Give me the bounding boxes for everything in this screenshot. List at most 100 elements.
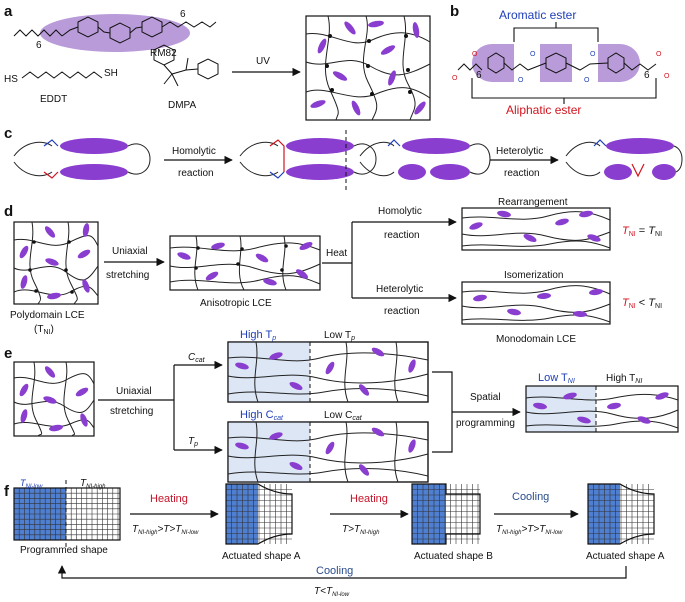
b-right-subscript: 6 <box>644 70 650 81</box>
polydomain-tni-open: (TNI) <box>34 324 54 336</box>
actuated-shape-a-grid <box>225 483 293 545</box>
monodomain-bottom-box <box>461 281 611 325</box>
dmpa-label: DMPA <box>168 100 196 111</box>
c-right-after <box>565 138 683 180</box>
svg-text:O: O <box>664 73 670 80</box>
e-programmed-box <box>525 385 679 433</box>
anisotropic-label: Anisotropic LCE <box>200 298 272 309</box>
e-stretching-label: stretching <box>110 406 153 417</box>
dmpa-structure <box>153 44 219 87</box>
aromatic-ester-oxygens: O O O O <box>518 51 596 84</box>
aliphatic-ester-oxygens: O O O O <box>452 51 670 82</box>
network-box-a <box>305 15 431 121</box>
f-cond1: TNI-high>T>TNI-low <box>132 524 199 536</box>
e-high-tni-label: High TNI <box>606 373 642 385</box>
f-cooling2-arrow <box>57 565 627 579</box>
eq-heterolytic: TNI < TNI <box>622 297 662 310</box>
d-homolytic-label: Homolytic <box>378 206 422 217</box>
eddt-sh-right: SH <box>104 68 118 79</box>
e-merge-bracket <box>432 371 453 453</box>
programmed-shape-grid <box>13 480 121 548</box>
eddt-label: EDDT <box>40 94 67 105</box>
programmed-shape-label: Programmed shape <box>20 545 108 556</box>
svg-text:O: O <box>518 77 524 84</box>
e-spatial-label: Spatial <box>470 392 501 403</box>
d-reaction-label-2: reaction <box>384 306 420 317</box>
e-bottom-box <box>227 421 429 483</box>
d-uniaxial-label: Uniaxial <box>112 246 148 257</box>
monodomain-top-box <box>461 207 611 251</box>
d-heat-label: Heat <box>326 248 347 259</box>
f-heating2-label: Heating <box>350 493 388 505</box>
eddt-structure <box>21 71 103 79</box>
monodomain-label: Monodomain LCE <box>496 334 576 345</box>
actuated-shape-a-label: Actuated shape A <box>222 551 301 562</box>
actuated-shape-a2-label: Actuated shape A <box>586 551 665 562</box>
eddt-sh-left: HS <box>4 74 18 85</box>
anisotropic-box <box>169 235 321 291</box>
e-programming-label: programming <box>456 418 515 429</box>
svg-text:O: O <box>590 51 596 58</box>
e-polydomain-box <box>13 361 95 437</box>
panel-label-e: e <box>4 345 12 362</box>
f-cond3: TNI-high>T>TNI-low <box>496 524 563 536</box>
e-top-box <box>227 341 429 403</box>
mesogens-a <box>310 20 426 116</box>
c-left-before <box>13 138 151 180</box>
svg-text:O: O <box>530 51 536 58</box>
svg-text:O: O <box>656 51 662 58</box>
actuated-shape-b-grid <box>411 483 481 545</box>
rm82-structure <box>13 16 217 44</box>
actuated-shape-a2-grid <box>587 483 655 545</box>
svg-text:O: O <box>584 77 590 84</box>
e-low-tni-label: Low TNI <box>538 372 575 385</box>
f-tni-high-label: TNI-high <box>80 478 106 490</box>
e-uniaxial-label: Uniaxial <box>116 386 152 397</box>
c-homolytic-label: Homolytic <box>172 146 216 157</box>
f-cooling1-label: Cooling <box>512 491 549 503</box>
e-high-ccat-label: High Ccat <box>240 409 284 422</box>
d-heterolytic-label: Heterolytic <box>376 284 423 295</box>
eq-homolytic: TNI = TNI <box>622 225 662 238</box>
panel-label-c: c <box>4 125 12 142</box>
e-ccat-label: Ccat <box>188 352 206 364</box>
d-stretching-label: stretching <box>106 270 149 281</box>
panel-label-d: d <box>4 203 13 220</box>
rm82-label: RM82 <box>150 48 177 59</box>
f-cooling2-label: Cooling <box>316 565 353 577</box>
svg-text:O: O <box>452 75 458 82</box>
rm82-detailed-structure <box>457 52 657 74</box>
rm82-left-subscript: 6 <box>36 40 42 51</box>
svg-text:O: O <box>472 51 478 58</box>
aromatic-bracket <box>513 27 599 42</box>
e-high-tp-label: High Tp <box>240 329 276 342</box>
b-left-subscript: 6 <box>476 70 482 81</box>
f-cond4: T<TNI-low <box>314 586 350 598</box>
f-cond2: T>TNI-high <box>342 524 380 536</box>
c-reaction-label-1: reaction <box>178 168 214 179</box>
e-low-tp-label: Low Tp <box>324 330 355 342</box>
aromatic-ester-label: Aromatic ester <box>499 8 576 22</box>
d-reaction-label-1: reaction <box>384 230 420 241</box>
c-reaction-label-2: reaction <box>504 168 540 179</box>
mesogen-core-highlight <box>472 44 640 82</box>
isomerization-label: Isomerization <box>504 270 563 281</box>
f-heating1-label: Heating <box>150 493 188 505</box>
actuated-shape-b-label: Actuated shape B <box>414 551 493 562</box>
panel-label-b: b <box>450 3 459 20</box>
e-low-ccat-label: Low Ccat <box>324 410 363 422</box>
e-tp-label: Tp <box>188 436 198 448</box>
f-tni-low-label: TNI-low <box>20 478 43 490</box>
polydomain-box <box>13 221 99 305</box>
c-right-before <box>359 138 491 180</box>
polydomain-label: Polydomain LCE <box>10 310 85 321</box>
c-heterolytic-label: Heterolytic <box>496 146 543 157</box>
panel-label-f: f <box>4 483 10 500</box>
uv-label: UV <box>256 56 270 67</box>
rearrangement-label: Rearrangement <box>498 197 568 208</box>
aliphatic-ester-label: Aliphatic ester <box>506 103 581 117</box>
panel-label-a: a <box>4 3 13 20</box>
rm82-right-subscript: 6 <box>180 9 186 20</box>
c-left-after <box>239 138 377 180</box>
